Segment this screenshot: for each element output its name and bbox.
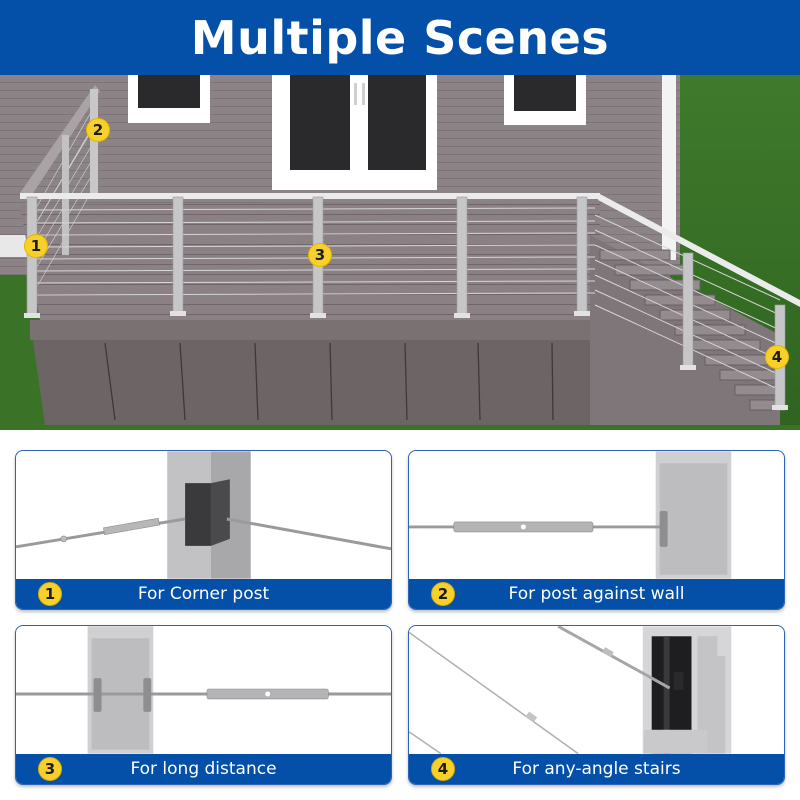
card-number-badge: 3: [38, 757, 62, 781]
card-label: For any-angle stairs: [512, 759, 681, 779]
card-corner-post: 1 For Corner post: [15, 450, 392, 610]
card-label-bar: 2 For post against wall: [409, 579, 784, 609]
card-number-badge: 2: [431, 582, 455, 606]
card-any-angle-stairs: 4 For any-angle stairs: [408, 625, 785, 785]
scene-marker-2: 2: [86, 118, 110, 142]
card-label-bar: 4 For any-angle stairs: [409, 754, 784, 784]
card-label: For Corner post: [137, 584, 270, 604]
corner-post-illustration: [16, 451, 391, 579]
card-number-badge: 4: [431, 757, 455, 781]
card-label: For long distance: [130, 759, 277, 779]
card-long-distance: 3 For long distance: [15, 625, 392, 785]
long-distance-illustration: [16, 626, 391, 754]
scene-marker-3: 3: [308, 243, 332, 267]
page-title: Multiple Scenes: [190, 10, 610, 65]
post-against-wall-illustration: [409, 451, 732, 579]
scene-marker-4: 4: [765, 345, 789, 369]
card-post-against-wall: 2 For post against wall: [408, 450, 785, 610]
any-angle-stairs-illustration: [409, 626, 732, 754]
deck-scene-image: 1 2 3 4: [0, 75, 800, 430]
card-label-bar: 3 For long distance: [16, 754, 391, 784]
deck-scene-illustration: [0, 75, 800, 430]
card-number-badge: 1: [38, 582, 62, 606]
card-label-bar: 1 For Corner post: [16, 579, 391, 609]
card-label: For post against wall: [508, 584, 685, 604]
header-banner: Multiple Scenes: [0, 0, 800, 75]
scene-marker-1: 1: [24, 234, 48, 258]
